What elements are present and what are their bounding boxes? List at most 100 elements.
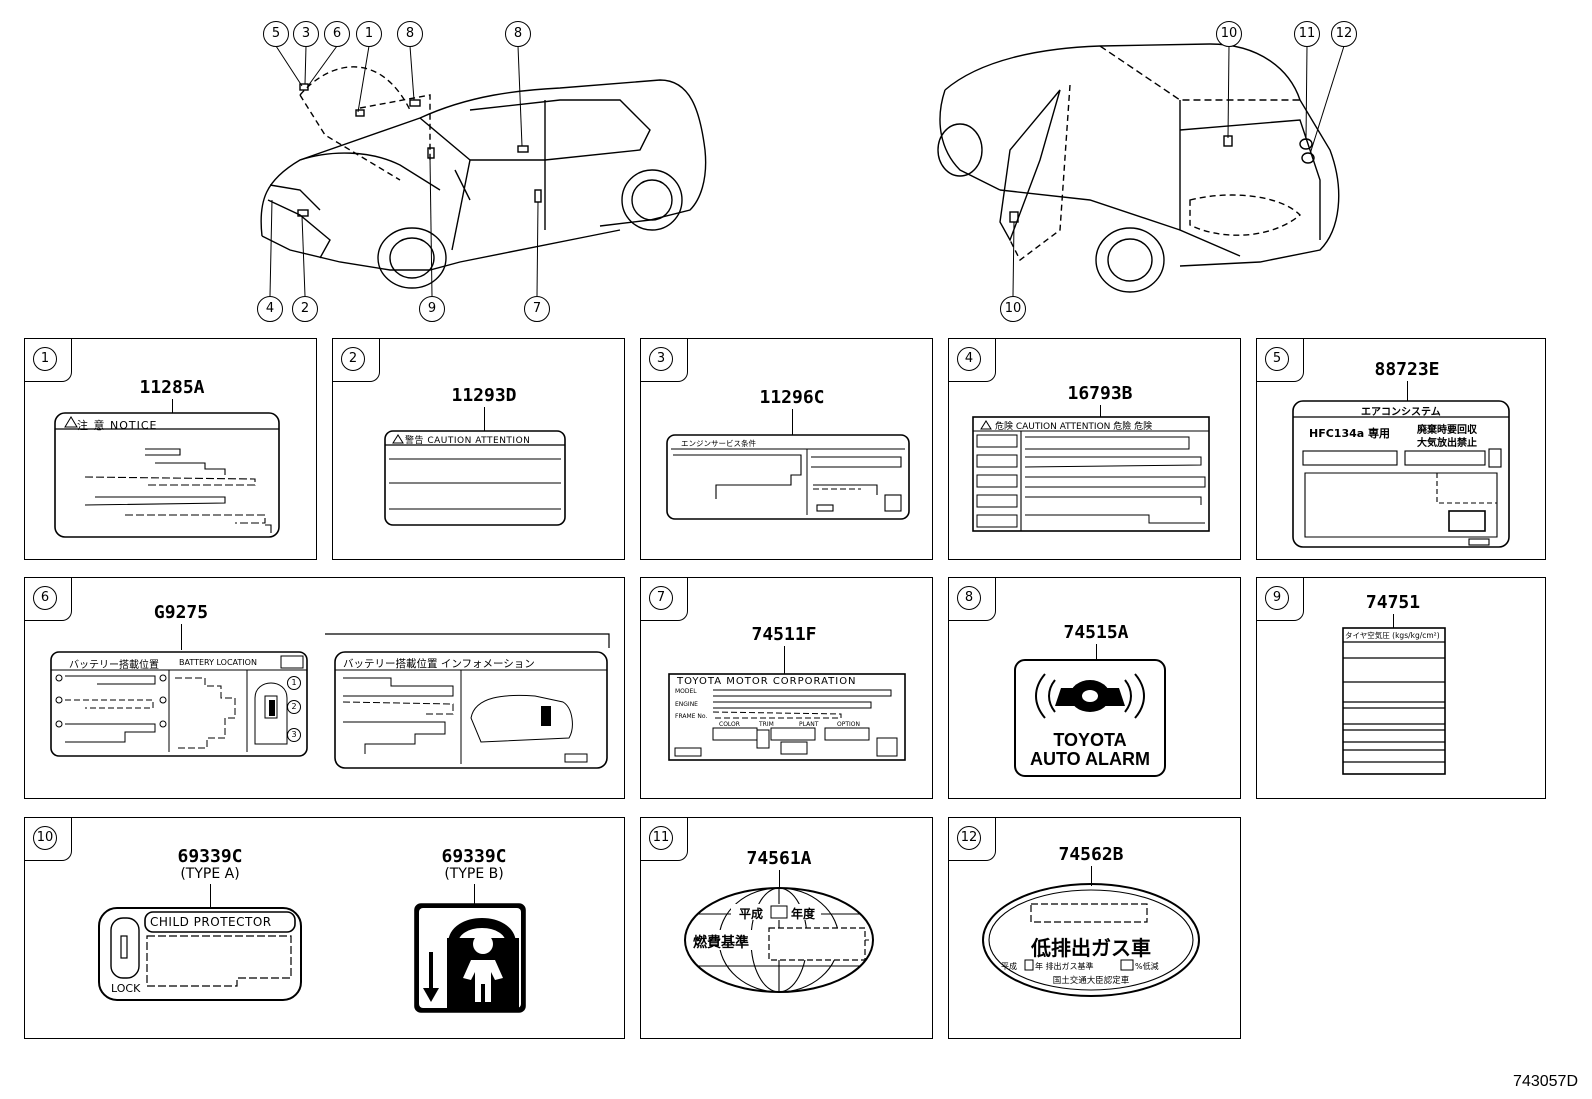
panel-number-frame	[641, 578, 688, 621]
rear-car-illustration	[937, 43, 1345, 297]
panel-7: 7 74511F TOYOTA MOTOR CORPORATION MODEL …	[640, 577, 933, 799]
panel-number: 8	[957, 586, 981, 610]
leader-line	[181, 624, 182, 650]
part-number: 11293D	[451, 385, 517, 406]
disposal-text-1: 廃棄時要回収	[1417, 425, 1477, 436]
callout-5: 5	[263, 21, 289, 47]
panel-9: 9 74751 タイヤ空気圧 (kgs/kg/cm²)	[1256, 577, 1546, 799]
callout-12: 12	[1331, 21, 1357, 47]
panel-number-frame	[25, 339, 72, 382]
battery-position-2: 2	[287, 700, 301, 714]
leader-line	[779, 870, 780, 888]
part-number: 74562B	[1058, 844, 1124, 865]
panel-number: 5	[1265, 347, 1289, 371]
panel-number-frame	[641, 818, 688, 861]
panel-number: 6	[33, 586, 57, 610]
type-b-label: (TYPE B)	[444, 866, 504, 882]
disposal-text-2: 大気放出禁止	[1417, 438, 1477, 449]
fiscal-year: 年度	[791, 907, 816, 921]
label-69339C	[98, 903, 526, 1013]
leader-line-a	[210, 884, 211, 908]
part-number: 74561A	[746, 848, 812, 869]
callout-3: 3	[293, 21, 319, 47]
col-option: OPTION	[837, 721, 860, 728]
leader-line	[484, 407, 485, 431]
label-74511F	[668, 673, 906, 761]
callout-8-hood: 8	[397, 21, 423, 47]
label-88723E	[1292, 400, 1510, 548]
battery-position-1: 1	[287, 676, 301, 690]
panel-number-frame	[949, 578, 996, 621]
leader-line	[792, 409, 793, 435]
lock-text: LOCK	[111, 982, 141, 995]
callout-7: 7	[524, 296, 550, 322]
label-G9275	[50, 633, 610, 769]
panel-number: 11	[649, 826, 673, 850]
battery-location-jp: バッテリー搭載位置	[69, 660, 159, 671]
row-frame: FRAME No.	[675, 713, 708, 720]
panel-number-frame	[949, 818, 996, 861]
callout-6: 6	[324, 21, 350, 47]
label-11285A	[54, 412, 280, 538]
label-74515A	[1014, 659, 1166, 777]
part-number: 16793B	[1067, 383, 1133, 404]
leader-line-b	[474, 884, 475, 904]
label-header-text: 警告 CAUTION ATTENTION	[405, 436, 531, 446]
manufacturer-text: TOYOTA MOTOR CORPORATION	[677, 676, 857, 687]
leader-line	[784, 646, 785, 674]
part-number: 74511F	[751, 624, 817, 645]
part-number: 74515A	[1063, 622, 1129, 643]
panel-6: 6 G9275 バッテ	[24, 577, 625, 799]
panel-number: 3	[649, 347, 673, 371]
panel-number: 9	[1265, 586, 1289, 610]
panel-number: 2	[341, 347, 365, 371]
refrigerant-text: HFC134a 専用	[1309, 427, 1391, 440]
part-number: 74751	[1365, 592, 1421, 613]
part-number-type-a: 69339C	[177, 846, 243, 867]
emission-standard: 年 排出ガス基準	[1035, 962, 1094, 971]
callout-10-rear: 10	[1216, 21, 1242, 47]
panel-number-frame	[333, 339, 380, 382]
battery-location-en: BATTERY LOCATION	[179, 658, 257, 667]
row-model: MODEL	[675, 688, 697, 695]
leader-line	[1091, 866, 1092, 886]
alarm-line-2: AUTO ALARM	[1030, 749, 1150, 769]
col-trim: TRIM	[759, 721, 774, 728]
type-a-label: (TYPE A)	[180, 866, 240, 882]
panel-11: 11 74561A 平成 年度 燃費基準	[640, 817, 933, 1039]
label-74751	[1342, 627, 1446, 775]
alarm-line-1: TOYOTA	[1053, 730, 1127, 750]
callout-11: 11	[1294, 21, 1320, 47]
emission-reduction: %低減	[1135, 962, 1159, 971]
row-engine: ENGINE	[675, 701, 698, 708]
panel-3: 3 11296C エンジンサービス条件	[640, 338, 933, 560]
panel-5: 5 88723E エアコンシステム HFC134a 専用 廃棄時要回収 大気放出…	[1256, 338, 1546, 560]
emission-era: 平成	[1001, 962, 1017, 971]
panel-number-frame	[641, 339, 688, 382]
battery-info-header: バッテリー搭載位置 インフォメーション	[343, 658, 535, 670]
fuel-standard-text: 燃費基準	[693, 935, 749, 951]
battery-position-3: 3	[287, 728, 301, 742]
panel-number-frame	[1257, 578, 1304, 621]
label-16793B	[972, 416, 1210, 532]
figure-id: 743057D	[1513, 1073, 1578, 1090]
part-number: 11296C	[759, 387, 825, 408]
leader-line	[1407, 381, 1408, 401]
panel-number-frame	[949, 339, 996, 382]
panel-number: 1	[33, 347, 57, 371]
leader-line	[172, 399, 173, 413]
part-number: 11285A	[139, 377, 205, 398]
panel-number-frame	[1257, 339, 1304, 382]
part-number: 88723E	[1374, 359, 1440, 380]
label-header-text: エアコンシステム	[1361, 407, 1441, 418]
label-74562B	[982, 883, 1200, 997]
col-plant: PLANT	[799, 721, 819, 728]
child-protector-header: CHILD PROTECTOR	[150, 915, 272, 929]
part-number: G9275	[153, 602, 209, 623]
panel-number: 7	[649, 586, 673, 610]
panel-4: 4 16793B 危険 CAUTION ATTENTION 危險 危険	[948, 338, 1241, 560]
panel-8: 8 74515A TOYOTA AUTO ALARM	[948, 577, 1241, 799]
part-number-type-b: 69339C	[441, 846, 507, 867]
callout-2: 2	[292, 296, 318, 322]
callout-10-door: 10	[1000, 296, 1026, 322]
